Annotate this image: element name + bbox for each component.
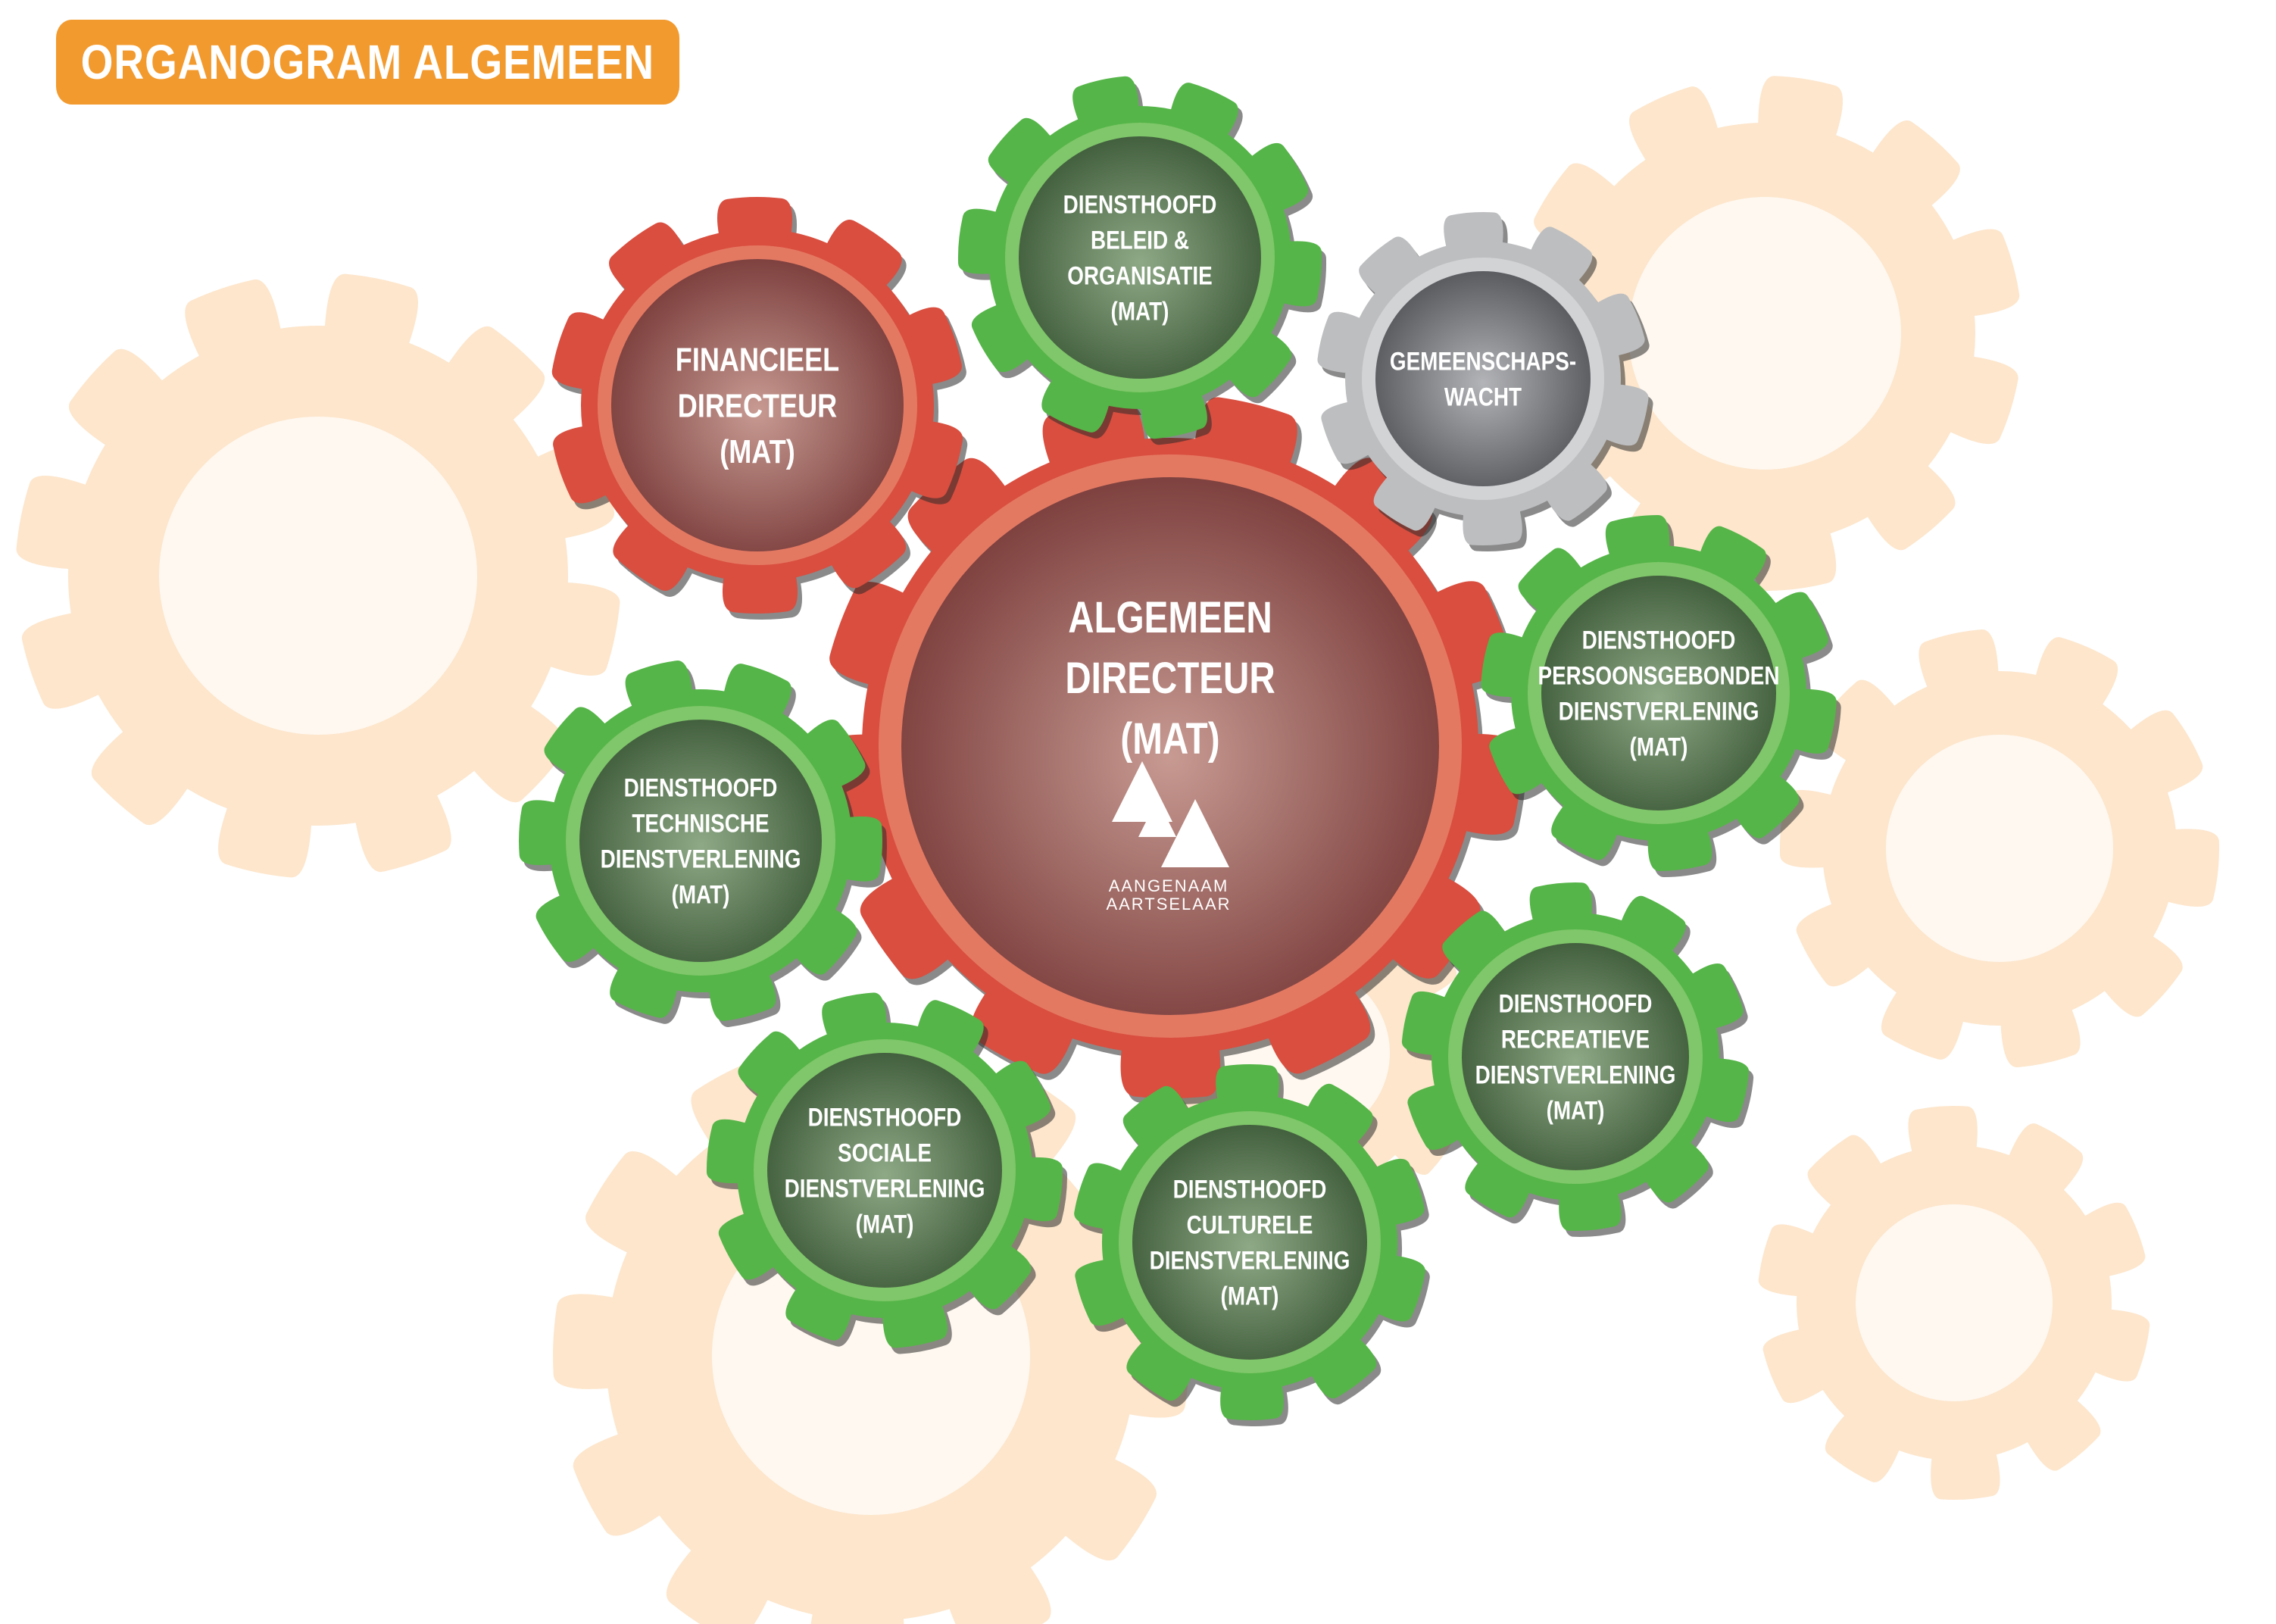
gear-persoonsgebonden: DIENSTHOOFD PERSOONSGEBONDEN DIENSTVERLENI… [1481, 515, 1841, 877]
gear-label-line: (MAT) [1111, 297, 1169, 326]
background-gear [1758, 1106, 2150, 1500]
gear-label-line: DIENSTVERLENING [601, 845, 801, 873]
organisation-gears: ALGEMEENDIRECTEUR(MAT)AANGENAAMAARTSELAA… [519, 76, 1841, 1427]
gear-gemeenschapswacht: GEMEENSCHAPS- WACHT [1317, 211, 1653, 552]
gear-technische: DIENSTHOOFD TECHNISCHE DIENSTVERLENING (MAT… [519, 661, 887, 1027]
title-badge: ORGANOGRAM ALGEMEEN [56, 20, 679, 105]
gear-label-line: DIENSTVERLENING [1559, 697, 1759, 726]
logo-text-line: AANGENAAM [1109, 876, 1229, 895]
gear-label-line: (MAT) [672, 880, 730, 909]
gear-label-line: (MAT) [1630, 732, 1688, 761]
gear-label-line: (MAT) [1221, 1282, 1279, 1310]
gear-label-line: DIRECTEUR [678, 387, 837, 424]
gear-label-line: DIENSTVERLENING [785, 1174, 985, 1203]
gear-label-line: DIENSTVERLENING [1475, 1060, 1676, 1089]
gear-label-line: ORGANISATIE [1067, 261, 1212, 290]
logo-text-line: AARTSELAAR [1106, 895, 1231, 914]
gear-label-line: RECREATIEVE [1501, 1025, 1650, 1054]
gear-label-line: (MAT) [1120, 715, 1219, 764]
gear-label-line: TECHNISCHE [632, 809, 769, 838]
background-gear [1779, 629, 2220, 1068]
gear-label-line: GEMEENSCHAPS- [1390, 347, 1576, 376]
gear-label-line: (MAT) [856, 1210, 914, 1238]
page-title: ORGANOGRAM ALGEMEEN [80, 35, 655, 89]
background-gear [16, 273, 620, 878]
gear-culturele: DIENSTHOOFD CULTURELE DIENSTVERLENING (MAT) [1074, 1063, 1430, 1427]
gear-label-line: DIENSTHOOFD [1063, 190, 1217, 219]
gear-label-line: (MAT) [1547, 1096, 1605, 1125]
gear-label-line: DIENSTHOOFD [624, 773, 778, 802]
gear-label-line: ALGEMEEN [1068, 594, 1272, 643]
gear-label-line: SOCIALE [838, 1138, 932, 1167]
gear-label-line: DIENSTVERLENING [1150, 1246, 1350, 1275]
gear-label-line: DIENSTHOOFD [808, 1103, 962, 1132]
gear-recreatieve: DIENSTHOOFD RECREATIEVE DIENSTVERLENING (MA… [1401, 882, 1754, 1237]
gear-label-line: (MAT) [720, 433, 795, 470]
background-gear [1507, 76, 2020, 592]
gear-algemeen-directeur: ALGEMEENDIRECTEUR(MAT)AANGENAAMAARTSELAA… [818, 397, 1527, 1104]
gear-label-line: DIENSTHOOFD [1173, 1175, 1327, 1204]
gear-label-line: CULTURELE [1187, 1210, 1313, 1239]
gear-label-line: FINANCIEEL [676, 341, 839, 378]
gear-label-line: DIENSTHOOFD [1499, 989, 1653, 1018]
gear-label-line: BELEID & [1091, 226, 1189, 255]
gear-label-line: DIRECTEUR [1065, 654, 1275, 704]
gear-sociale: DIENSTHOOFD SOCIALE DIENSTVERLENING (MAT) [706, 992, 1068, 1354]
gear-label-line: WACHT [1444, 383, 1522, 411]
gear-label-line: PERSOONSGEBONDEN [1538, 661, 1780, 690]
gear-financieel-directeur: FINANCIEEL DIRECTEUR (MAT) [551, 196, 968, 620]
gear-beleid-organisatie: DIENSTHOOFD BELEID & ORGANISATIE (MAT) [957, 76, 1327, 445]
gear-label-line: DIENSTHOOFD [1582, 626, 1736, 654]
